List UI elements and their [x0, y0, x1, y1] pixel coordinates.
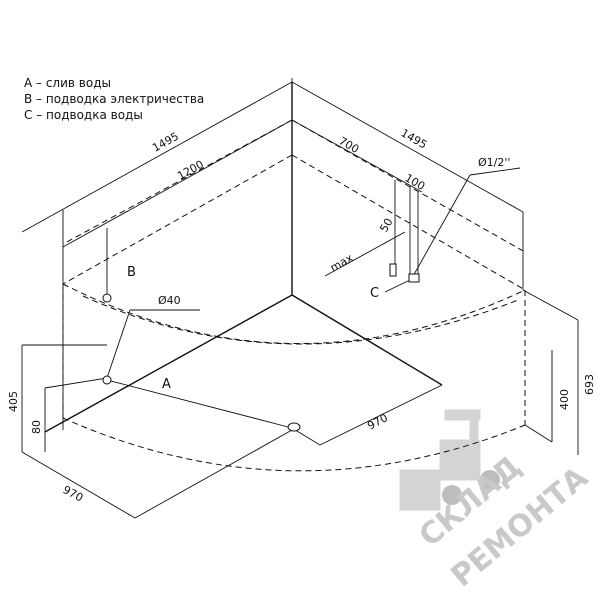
dim-pipe-diameter: Ø1/2'': [478, 156, 510, 169]
water-pipe-left: [389, 263, 397, 277]
dim-height-405: 405: [7, 391, 20, 412]
dim-max: max: [328, 251, 356, 274]
label-b: B: [127, 265, 136, 280]
dimension-lines: [21, 78, 579, 519]
dim-height-693: 693: [583, 374, 596, 395]
dim-height-80: 80: [30, 420, 43, 434]
label-a: A: [162, 377, 171, 392]
watermark: СКЛАД РЕМОНТА: [399, 409, 595, 594]
dim-top-right-1495: 1495: [399, 126, 430, 151]
legend-item-c: C – подводка воды: [24, 108, 143, 122]
legend-item-a: A – слив воды: [24, 76, 111, 90]
labels: B A C: [127, 265, 379, 392]
dimension-values: 1495 1200 1495 700 100 50 max Ø1/2'' Ø40…: [7, 126, 596, 504]
dim-inner-right-700: 700: [337, 134, 362, 156]
electric-point-b: [102, 293, 112, 303]
water-pipe-right: [408, 273, 420, 283]
left-floor-edge: [44, 294, 293, 433]
drain-point-a: [102, 375, 112, 385]
connection-points: [102, 263, 420, 432]
forklift-logo-icon: [399, 409, 500, 511]
dim-drain-diameter: Ø40: [158, 294, 181, 307]
dim-bottom-right-970: 970: [365, 411, 390, 432]
legend-item-b: B – подводка электричества: [24, 92, 205, 106]
dim-pipe-offset-50: 50: [377, 216, 395, 235]
dim-height-400: 400: [558, 389, 571, 410]
legend: A – слив воды B – подводка электричества…: [24, 75, 204, 123]
label-c: C: [370, 286, 379, 301]
dim-inner-left-1200: 1200: [175, 158, 206, 183]
drain-outlet: [287, 422, 301, 432]
dim-top-left-1495: 1495: [150, 130, 181, 155]
